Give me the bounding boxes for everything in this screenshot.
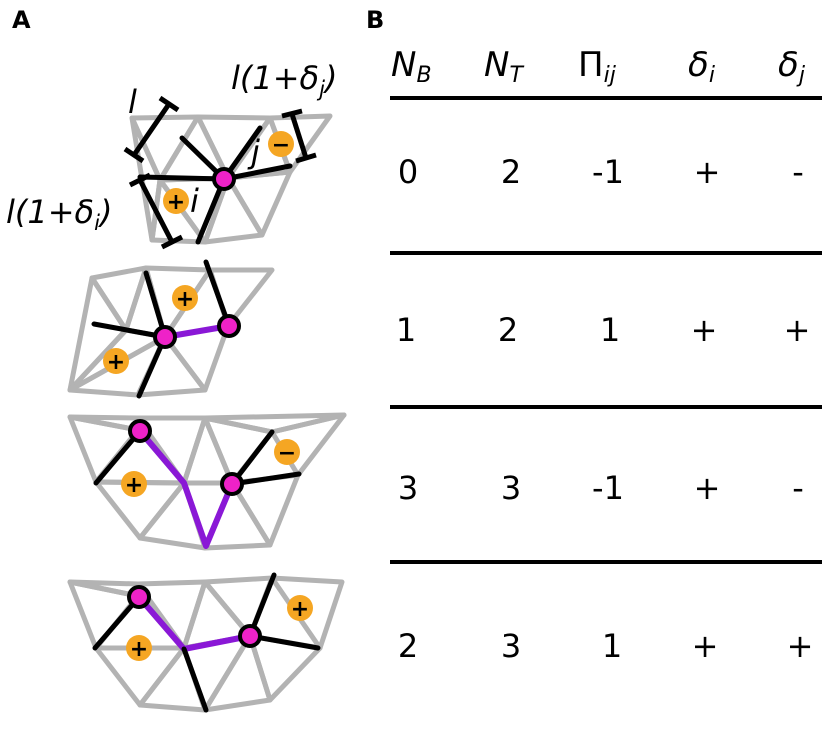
cell-r3-delta-j: - <box>792 469 804 507</box>
label-l-delta-i-post: ) <box>99 193 113 231</box>
label-l-delta-j-sub: j <box>319 77 325 101</box>
header-nb-main: N <box>391 45 417 85</box>
header-pi-sub: ij <box>603 63 616 88</box>
tile-1-plus-sign: + <box>167 190 185 215</box>
tile-3-minus-sign: − <box>278 441 296 466</box>
tile-3-plus-sign: + <box>125 473 143 498</box>
cell-r1-delta-i: + <box>693 153 721 191</box>
tile-3-node-b <box>220 472 244 496</box>
tile-1-minus-sign: − <box>272 133 290 158</box>
cell-r2-delta-i: + <box>690 311 718 349</box>
tile-4-plus-sign-2: + <box>291 597 309 622</box>
label-l-delta-j-post: ) <box>324 59 338 97</box>
label-i: i <box>190 182 199 220</box>
tile-3-mesh <box>67 412 347 551</box>
cell-r4-nb: 2 <box>397 627 419 665</box>
cell-r1-pi: -1 <box>592 153 624 191</box>
panel-label-a: A <box>12 6 31 34</box>
tile-2-node-b <box>217 314 241 338</box>
tile-2: + + <box>67 259 275 399</box>
table-rule-3 <box>390 405 822 409</box>
header-nt-sub: T <box>509 63 523 88</box>
cell-r3-nb: 3 <box>397 469 419 507</box>
header-delta-j-main: δ <box>778 45 799 85</box>
cell-r1-nt: 2 <box>500 153 522 191</box>
tile-2-plus-sign-1: + <box>176 287 194 312</box>
cell-r4-nt: 3 <box>500 627 522 665</box>
tile-3-path <box>137 428 235 549</box>
tile-1-node-i <box>212 167 236 191</box>
tile-4-node-a <box>127 585 151 609</box>
header-nb-sub: B <box>416 63 432 88</box>
header-nt: NT <box>484 48 523 87</box>
table-rule-1 <box>390 96 822 100</box>
tile-3-node-a <box>128 419 152 443</box>
header-delta-i: δi <box>688 48 715 87</box>
table-rule-4 <box>390 560 822 564</box>
cell-r2-delta-j: + <box>783 311 811 349</box>
tile-4-charge-plus-2 <box>287 595 313 621</box>
tile-3-charge-plus <box>121 471 147 497</box>
cell-r1-nb: 0 <box>397 153 419 191</box>
header-delta-i-sub: i <box>708 63 715 88</box>
tile-1-charge-plus <box>163 188 189 214</box>
tile-4-plus-sign-1: + <box>130 637 148 662</box>
tile-1-dimension-brackets <box>123 95 317 250</box>
cell-r1-delta-j: - <box>792 153 804 191</box>
tile-3: + − <box>67 412 347 551</box>
header-pi: Πij <box>578 48 616 87</box>
header-delta-j-sub: j <box>798 63 805 88</box>
panel-label-b: B <box>366 6 385 34</box>
label-l-delta-j: l(1+δj) <box>231 62 337 100</box>
label-l: l <box>128 83 137 121</box>
tile-4: + + <box>67 572 345 713</box>
label-j: j <box>251 133 260 171</box>
cell-r2-pi: 1 <box>599 311 621 349</box>
tile-1-charge-minus <box>268 131 294 157</box>
header-pi-main: Π <box>578 45 604 85</box>
cell-r3-delta-i: + <box>693 469 721 507</box>
tile-2-charge-plus-2 <box>103 348 129 374</box>
tile-4-node-b <box>238 624 262 648</box>
header-delta-i-main: δ <box>688 45 709 85</box>
tile-3-charge-minus <box>274 439 300 465</box>
header-delta-j: δj <box>778 48 805 87</box>
cell-r3-pi: -1 <box>592 469 624 507</box>
cell-r3-nt: 3 <box>500 469 522 507</box>
triangulation-diagram: + − + + <box>67 95 347 713</box>
tile-2-plus-sign-2: + <box>107 350 125 375</box>
cell-r4-delta-j: + <box>786 627 814 665</box>
tile-1: + − <box>123 95 333 250</box>
table-rule-2 <box>390 251 822 255</box>
cell-r2-nb: 1 <box>395 311 417 349</box>
header-nb: NB <box>391 48 432 87</box>
label-l-delta-i-pre: l(1+δ <box>6 193 95 231</box>
header-nt-main: N <box>484 45 510 85</box>
label-l-delta-j-pre: l(1+δ <box>231 59 320 97</box>
cell-r4-delta-i: + <box>691 627 719 665</box>
cell-r4-pi: 1 <box>601 627 623 665</box>
cell-r2-nt: 2 <box>497 311 519 349</box>
label-l-delta-i: l(1+δi) <box>6 196 112 234</box>
tile-2-charge-plus-1 <box>172 285 198 311</box>
tile-2-node-a <box>153 325 177 349</box>
label-l-delta-i-sub: i <box>94 211 100 235</box>
tile-4-charge-plus-1 <box>126 635 152 661</box>
